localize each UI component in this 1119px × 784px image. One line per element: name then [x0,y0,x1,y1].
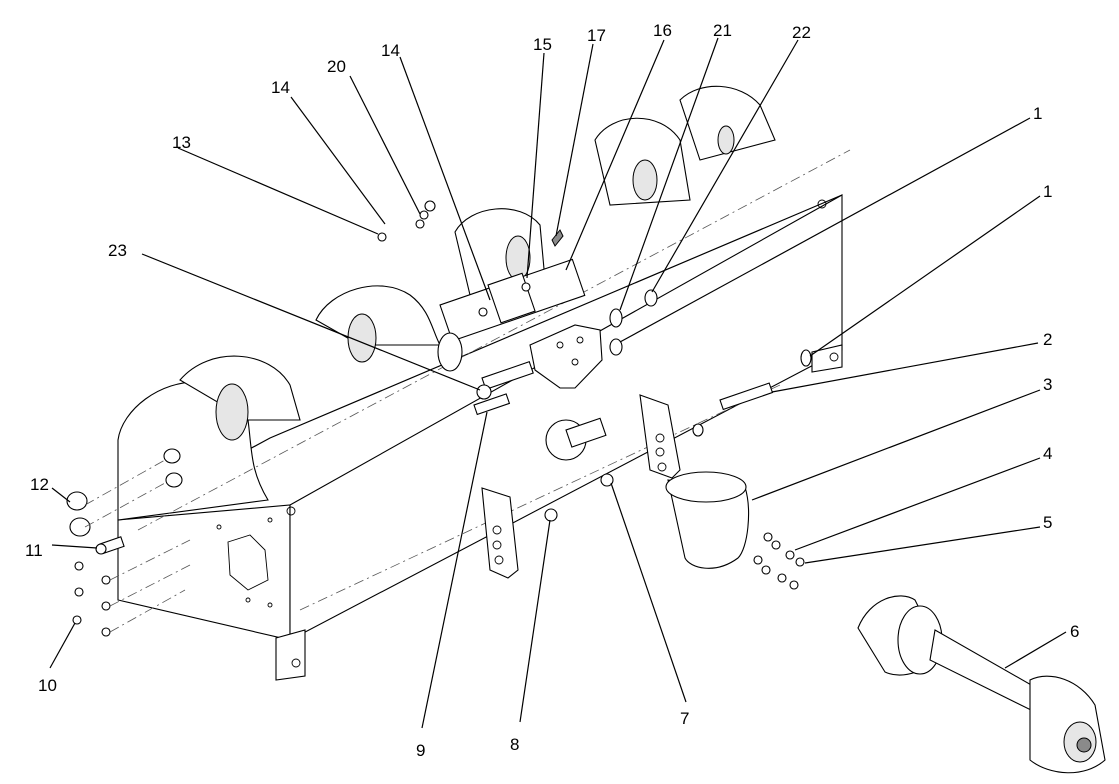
shaft-end [437,332,463,372]
callout-7: 7 [680,709,689,728]
leader-lines [49,37,1067,729]
nut-22 [644,289,658,307]
callout-3: 3 [1043,375,1052,394]
callout-21: 21 [713,21,732,40]
callout-16: 15 [533,35,552,54]
callout-20: 20 [327,57,346,76]
callout-1-upper: 1 [1033,104,1042,123]
callout-11: 11 [25,541,43,560]
assembly-axis-lower [299,384,781,611]
callout-4: 4 [1043,444,1052,463]
callout-labels: 1 1 2 3 4 5 6 7 8 9 10 11 12 13 14 20 14… [25,21,1079,760]
callout-10: 10 [38,676,57,695]
housing-end-face [117,504,291,641]
key-1a [609,338,623,356]
callout-1-lower: 1 [1043,182,1052,201]
housing-foot-left [275,629,306,681]
washer-7 [600,473,614,487]
screw-5 [795,557,805,567]
plug-12b [69,517,91,537]
callout-8: 8 [510,735,519,754]
callout-13: 13 [172,133,191,152]
callout-19: 17 [587,26,606,45]
callout-22: 22 [792,23,811,42]
washer-20 [424,200,436,212]
housing-foot-right [811,344,843,373]
grease-fitting-16 [478,307,488,317]
side-plate-right [639,394,681,479]
bolt-9 [473,393,511,416]
end-plate-cutout [227,534,269,591]
pin-2 [719,382,774,411]
washer-21 [609,308,623,328]
callout-2: 2 [1043,330,1052,349]
nut-8 [544,508,558,522]
callout-15: 14 [381,41,400,60]
bolt-10 [72,615,82,625]
end-fasteners [66,448,191,637]
drive-group [481,382,805,590]
assembly-axis-upper [137,149,851,531]
callout-14: 14 [271,78,290,97]
callout-5: 5 [1043,513,1052,532]
coupler-group [473,289,812,416]
grease-zerk-19 [551,229,564,247]
lockwasher-4 [785,550,795,560]
callout-23: 23 [108,241,127,260]
nut-13-14 [377,232,387,242]
bearing-shaft-group [377,200,586,372]
bolt-23 [481,361,534,391]
shield-cone-3 [667,479,750,569]
callout-12: 12 [30,475,49,494]
driveshaft-6 [857,595,1106,774]
bearing-flange-plate [529,324,603,389]
key-1b [800,349,812,367]
callout-9: 9 [416,741,425,760]
plug-12a [66,491,88,511]
housing [117,194,843,681]
callout-17: 16 [653,21,672,40]
callout-6: 6 [1070,622,1079,641]
